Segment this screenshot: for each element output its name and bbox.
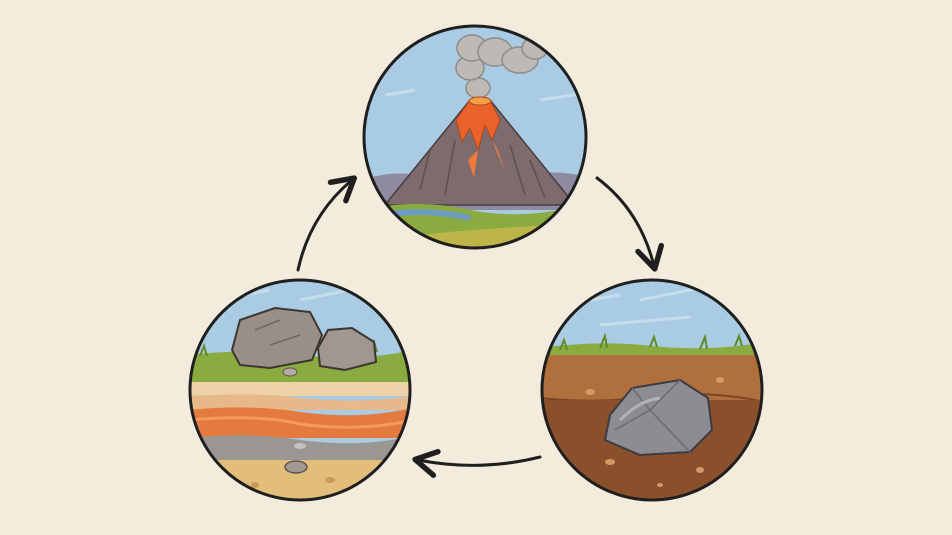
volcano-node: [362, 24, 588, 250]
arrow-buried-rock-to-rock-layers: [412, 448, 542, 478]
rock-layers-icon: [190, 280, 410, 500]
buried-rock-node: [540, 278, 764, 502]
buried-rock-frame: [540, 278, 764, 502]
rock-layers-frame: [188, 278, 412, 502]
rock-layers-node: [188, 278, 412, 502]
arrow-rock-layers-to-volcano: [296, 175, 358, 272]
volcano-frame: [362, 24, 588, 250]
arrow-volcano-to-buried-rock: [595, 176, 664, 272]
volcano-icon: [364, 26, 586, 248]
